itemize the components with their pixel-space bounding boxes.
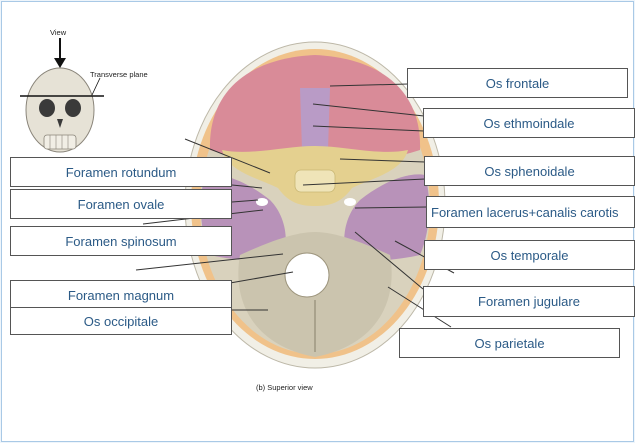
label-os-temporale[interactable]: Os temporale: [424, 240, 635, 270]
foramen-right-small: [344, 198, 356, 206]
foramen-magnum-hole: [285, 253, 329, 297]
foramen-left-small: [256, 198, 268, 206]
label-os-occipitale[interactable]: Os occipitale: [10, 307, 232, 335]
ethmoid-bone-region: [300, 88, 330, 150]
label-foramen-jugulare[interactable]: Foramen jugulare: [423, 286, 635, 317]
label-foramen-rotundum[interactable]: Foramen rotundum: [10, 157, 232, 187]
transverse-plane-caption: Transverse plane: [90, 70, 148, 79]
label-foramen-magnum[interactable]: Foramen magnum: [10, 280, 232, 310]
superior-view-caption: (b) Superior view: [256, 383, 313, 392]
view-caption: View: [50, 28, 66, 37]
transverse-plane-pointer: [92, 78, 100, 95]
label-os-frontale[interactable]: Os frontale: [407, 68, 628, 98]
skull-thumbnail: [26, 68, 94, 152]
view-arrow-head: [54, 58, 66, 68]
label-foramen-spinosum[interactable]: Foramen spinosum: [10, 226, 232, 256]
label-os-sphenoidale[interactable]: Os sphenoidale: [424, 156, 635, 186]
label-os-ethmoindale[interactable]: Os ethmoindale: [423, 108, 635, 138]
sella-turcica: [295, 170, 335, 192]
label-foramen-ovale[interactable]: Foramen ovale: [10, 189, 232, 219]
label-foramen-lacerus[interactable]: Foramen lacerus+canalis carotis: [426, 196, 635, 228]
label-os-parietale[interactable]: Os parietale: [399, 328, 620, 358]
